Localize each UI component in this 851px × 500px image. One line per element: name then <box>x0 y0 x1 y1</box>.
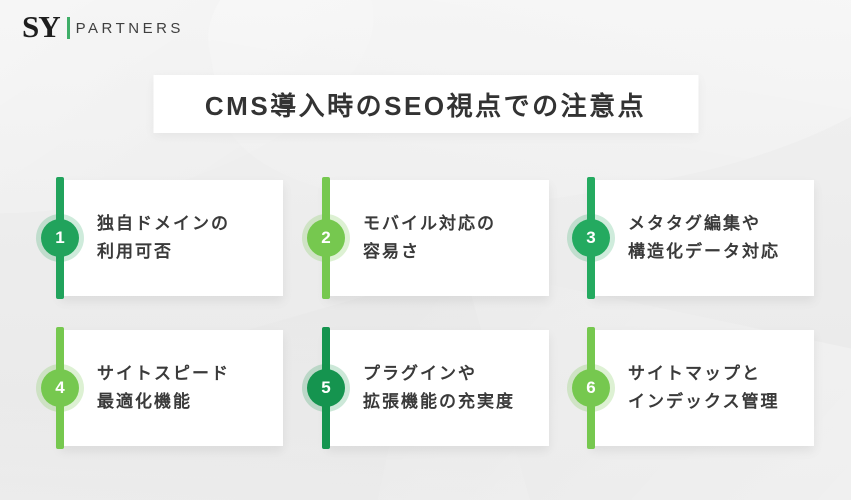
card-title-line2: 拡張機能の充実度 <box>363 392 515 411</box>
card-title-line2: 最適化機能 <box>97 392 192 411</box>
card-title-line1: サイトマップと <box>628 364 761 383</box>
card-text: メタタグ編集や 構造化データ対応 <box>628 180 806 296</box>
card-title-line1: 独自ドメインの <box>97 214 230 233</box>
card-text: 独自ドメインの 利用可否 <box>97 180 275 296</box>
card-title-line2: 容易さ <box>363 242 420 261</box>
card-text: プラグインや 拡張機能の充実度 <box>363 330 541 446</box>
logo-divider <box>66 17 70 39</box>
step-number-badge: 6 <box>572 369 610 407</box>
logo: SY PARTNERS <box>22 9 184 44</box>
step-number-badge: 1 <box>41 219 79 257</box>
card-title-line1: サイトスピード <box>97 364 230 383</box>
logo-wordmark: PARTNERS <box>75 20 184 37</box>
card-1-domain: 1 独自ドメインの 利用可否 <box>41 177 283 299</box>
card-title-line2: インデックス管理 <box>628 392 780 411</box>
card-5-plugin: 5 プラグインや 拡張機能の充実度 <box>307 327 549 449</box>
card-text: サイトマップと インデックス管理 <box>628 330 806 446</box>
card-title-line1: モバイル対応の <box>363 214 496 233</box>
card-title-line2: 構造化データ対応 <box>628 242 780 261</box>
card-text: モバイル対応の 容易さ <box>363 180 541 296</box>
card-text: サイトスピード 最適化機能 <box>97 330 275 446</box>
card-2-mobile: 2 モバイル対応の 容易さ <box>307 177 549 299</box>
step-number-badge: 4 <box>41 369 79 407</box>
step-number-badge: 2 <box>307 219 345 257</box>
card-title-line2: 利用可否 <box>97 242 173 261</box>
page-title: CMS導入時のSEO視点での注意点 <box>204 90 647 121</box>
title-banner: CMS導入時のSEO視点での注意点 <box>153 75 698 133</box>
card-3-metatag: 3 メタタグ編集や 構造化データ対応 <box>572 177 814 299</box>
logo-initials: SY <box>22 9 61 44</box>
card-4-speed: 4 サイトスピード 最適化機能 <box>41 327 283 449</box>
card-6-sitemap: 6 サイトマップと インデックス管理 <box>572 327 814 449</box>
card-title-line1: プラグインや <box>363 364 477 383</box>
step-number-badge: 5 <box>307 369 345 407</box>
card-title-line1: メタタグ編集や <box>628 214 761 233</box>
step-number-badge: 3 <box>572 219 610 257</box>
